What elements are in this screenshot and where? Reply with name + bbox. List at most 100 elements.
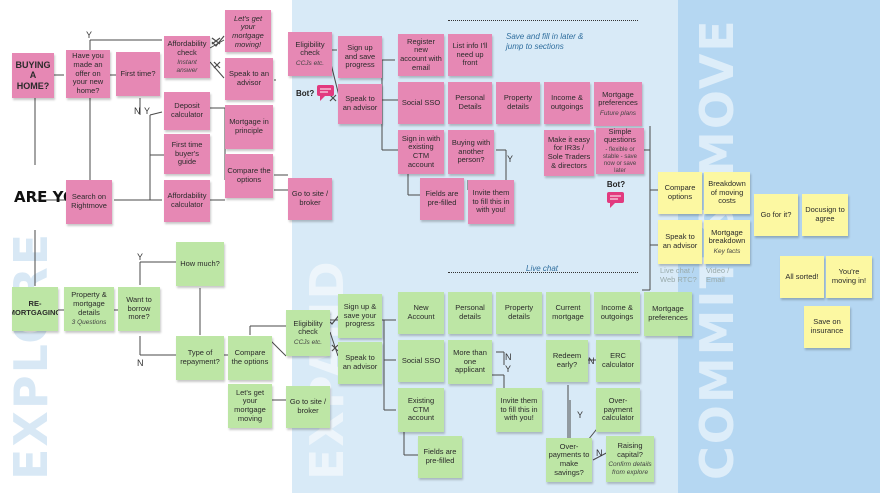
note-subtext: Confirm details from explore	[608, 461, 652, 476]
note-text: RE-MORTGAGING	[12, 299, 58, 317]
compare-options-note[interactable]: Compare the options	[225, 154, 273, 198]
register-account-note[interactable]: Register new account with email	[398, 34, 444, 76]
rm-compare-options-note[interactable]: Compare the options	[228, 336, 272, 380]
note-text: Speak to an advisor	[662, 232, 698, 250]
deposit-calculator-note[interactable]: Deposit calculator	[164, 92, 210, 130]
note-text: Let's get your mortgage moving	[234, 387, 266, 423]
rm-personal-details-note[interactable]: Personal details	[448, 292, 492, 334]
bot-indicator-2[interactable]: Bot?	[606, 180, 626, 209]
note-text: Save on insurance	[810, 317, 844, 335]
note-text: Go for it?	[760, 209, 792, 219]
go-to-site-note[interactable]: Go to site / broker	[288, 178, 332, 220]
note-subtext: CCJs etc.	[295, 59, 325, 67]
rm-sign-up-save-note[interactable]: Sign up & save your progress	[338, 294, 382, 338]
commit-compare-options-note[interactable]: Compare options	[658, 172, 702, 214]
video-email-label: Video / Email	[706, 266, 730, 284]
note-text: Docusign to agree	[805, 205, 845, 223]
overpayment-calculator-note[interactable]: Over-payment calculator	[596, 388, 640, 432]
have-offer-note[interactable]: Have you made an offer on your new home?	[66, 50, 110, 98]
re-mortgaging-note[interactable]: RE-MORTGAGING	[12, 287, 58, 331]
breakdown-moving-note[interactable]: Breakdown of moving costs	[704, 172, 750, 214]
rm-invite-them-note[interactable]: Invite them to fill this in with you!	[496, 388, 542, 432]
note-text: Mortgage preferences	[598, 89, 638, 108]
income-outgoings-note[interactable]: Income & outgoings	[544, 82, 590, 124]
save-insurance-note[interactable]: Save on insurance	[804, 306, 850, 348]
social-sso-note[interactable]: Social SSO	[398, 82, 444, 124]
note-text: How much?	[180, 258, 220, 268]
note-text: Invite them to fill this in with you!	[500, 396, 538, 423]
want-borrow-note[interactable]: Want to borrow more?	[118, 287, 160, 331]
sign-up-save-note[interactable]: Sign up and save progress	[338, 36, 382, 78]
how-much-note[interactable]: How much?	[176, 242, 224, 286]
moving-in-note[interactable]: You're moving in!	[826, 256, 872, 298]
note-text: ERC calculator	[601, 351, 635, 369]
affordability-check-note[interactable]: Affordability check Instant answer	[164, 36, 210, 78]
note-subtext: 3 Questions	[71, 319, 107, 327]
note-text: Over-payments to make savings?	[548, 441, 590, 477]
property-details-note[interactable]: Property details	[496, 82, 540, 124]
branch-label-y: Y	[86, 30, 93, 40]
all-sorted-note[interactable]: All sorted!	[780, 256, 824, 298]
personal-details-note[interactable]: Personal Details	[448, 82, 492, 124]
note-text: Compare options	[664, 183, 696, 201]
bot-indicator-1[interactable]: Bot?	[296, 84, 336, 102]
note-text: Make it easy for IR3s / Sole Traders & d…	[547, 134, 591, 170]
note-text: Type of repayment?	[180, 348, 220, 366]
invite-them-note[interactable]: Invite them to fill this in with you!	[468, 180, 514, 224]
note-text: Fields are pre-filled	[425, 189, 459, 207]
type-repayment-note[interactable]: Type of repayment?	[176, 336, 224, 380]
current-mortgage-note[interactable]: Current mortgage	[546, 292, 590, 334]
branch-label-y: Y	[505, 364, 512, 374]
first-time-note[interactable]: First time?	[116, 52, 160, 96]
bot-label: Bot?	[296, 88, 315, 98]
rm-lets-get-moving-note[interactable]: Let's get your mortgage moving	[228, 384, 272, 428]
rm-social-sso-note[interactable]: Social SSO	[398, 340, 444, 382]
overpayments-savings-note[interactable]: Over-payments to make savings?	[546, 438, 592, 482]
mortgage-breakdown-note[interactable]: Mortgage breakdown Key facts	[704, 220, 750, 264]
note-text: First time buyer's guide	[171, 140, 203, 167]
eligibility-check-note[interactable]: Eligibility check CCJs etc.	[288, 32, 332, 76]
buying-a-home-note[interactable]: BUYING A HOME?	[12, 53, 54, 98]
more-than-one-note[interactable]: More than one applicant	[448, 340, 492, 384]
rm-property-details-note[interactable]: Property details	[496, 292, 542, 334]
note-text: Social SSO	[401, 97, 441, 107]
property-mortgage-details-note[interactable]: Property & mortgage details 3 Questions	[64, 287, 114, 331]
live-chat-bracket	[448, 272, 638, 273]
affordability-calculator-note[interactable]: Affordability calculator	[164, 180, 210, 222]
list-info-note[interactable]: List info I'll need up front	[448, 34, 492, 76]
redeem-early-note[interactable]: Redeem early?	[546, 340, 588, 382]
note-text: Social SSO	[401, 355, 441, 365]
rm-fields-prefilled-note[interactable]: Fields are pre-filled	[418, 436, 462, 478]
raising-capital-note[interactable]: Raising capital? Confirm details from ex…	[606, 436, 654, 482]
simple-questions-note[interactable]: Simple questions - flexible or stable - …	[596, 128, 644, 174]
note-text: Simple questions	[603, 128, 637, 145]
branch-label-y: Y	[507, 154, 514, 164]
search-rightmove-note[interactable]: Search on Rightmove	[66, 180, 112, 224]
mortgage-principle-note[interactable]: Mortgage in principle	[225, 105, 273, 149]
sign-in-ctm-note[interactable]: Sign in with existing CTM account	[398, 130, 444, 174]
note-text: Fields are pre-filled	[423, 447, 457, 465]
speak-advisor-note-2[interactable]: Speak to an advisor	[338, 84, 382, 124]
erc-calculator-note[interactable]: ERC calculator	[596, 340, 640, 382]
new-account-note[interactable]: New Account	[398, 292, 444, 334]
speak-advisor-note[interactable]: Speak to an advisor	[225, 58, 273, 100]
rm-eligibility-check-note[interactable]: Eligibility check CCJs etc.	[286, 310, 330, 356]
rm-speak-advisor-note[interactable]: Speak to an advisor	[338, 342, 382, 384]
mortgage-preferences-note[interactable]: Mortgage preferences Future plans	[594, 82, 642, 126]
note-text: Affordability calculator	[167, 191, 207, 209]
fields-prefilled-note[interactable]: Fields are pre-filled	[420, 178, 464, 220]
existing-ctm-note[interactable]: Existing CTM account	[398, 388, 444, 432]
note-text: First time?	[120, 68, 156, 78]
buying-another-note[interactable]: Buying with another person?	[448, 130, 494, 174]
rm-go-to-site-note[interactable]: Go to site / broker	[286, 386, 330, 428]
make-easy-note[interactable]: Make it easy for IR3s / Sole Traders & d…	[544, 130, 594, 176]
rm-mortgage-preferences-note[interactable]: Mortgage preferences	[644, 292, 692, 336]
note-text: Current mortgage	[552, 303, 584, 321]
first-time-guide-note[interactable]: First time buyer's guide	[164, 134, 210, 174]
commit-speak-advisor-note[interactable]: Speak to an advisor	[658, 220, 702, 264]
note-text: Go to site / broker	[291, 189, 329, 207]
go-for-it-note[interactable]: Go for it?	[754, 194, 798, 236]
rm-income-outgoings-note[interactable]: Income & outgoings	[594, 292, 640, 334]
docusign-note[interactable]: Docusign to agree	[802, 194, 848, 236]
lets-get-moving-note[interactable]: Let's get your mortgage moving!	[225, 10, 271, 52]
